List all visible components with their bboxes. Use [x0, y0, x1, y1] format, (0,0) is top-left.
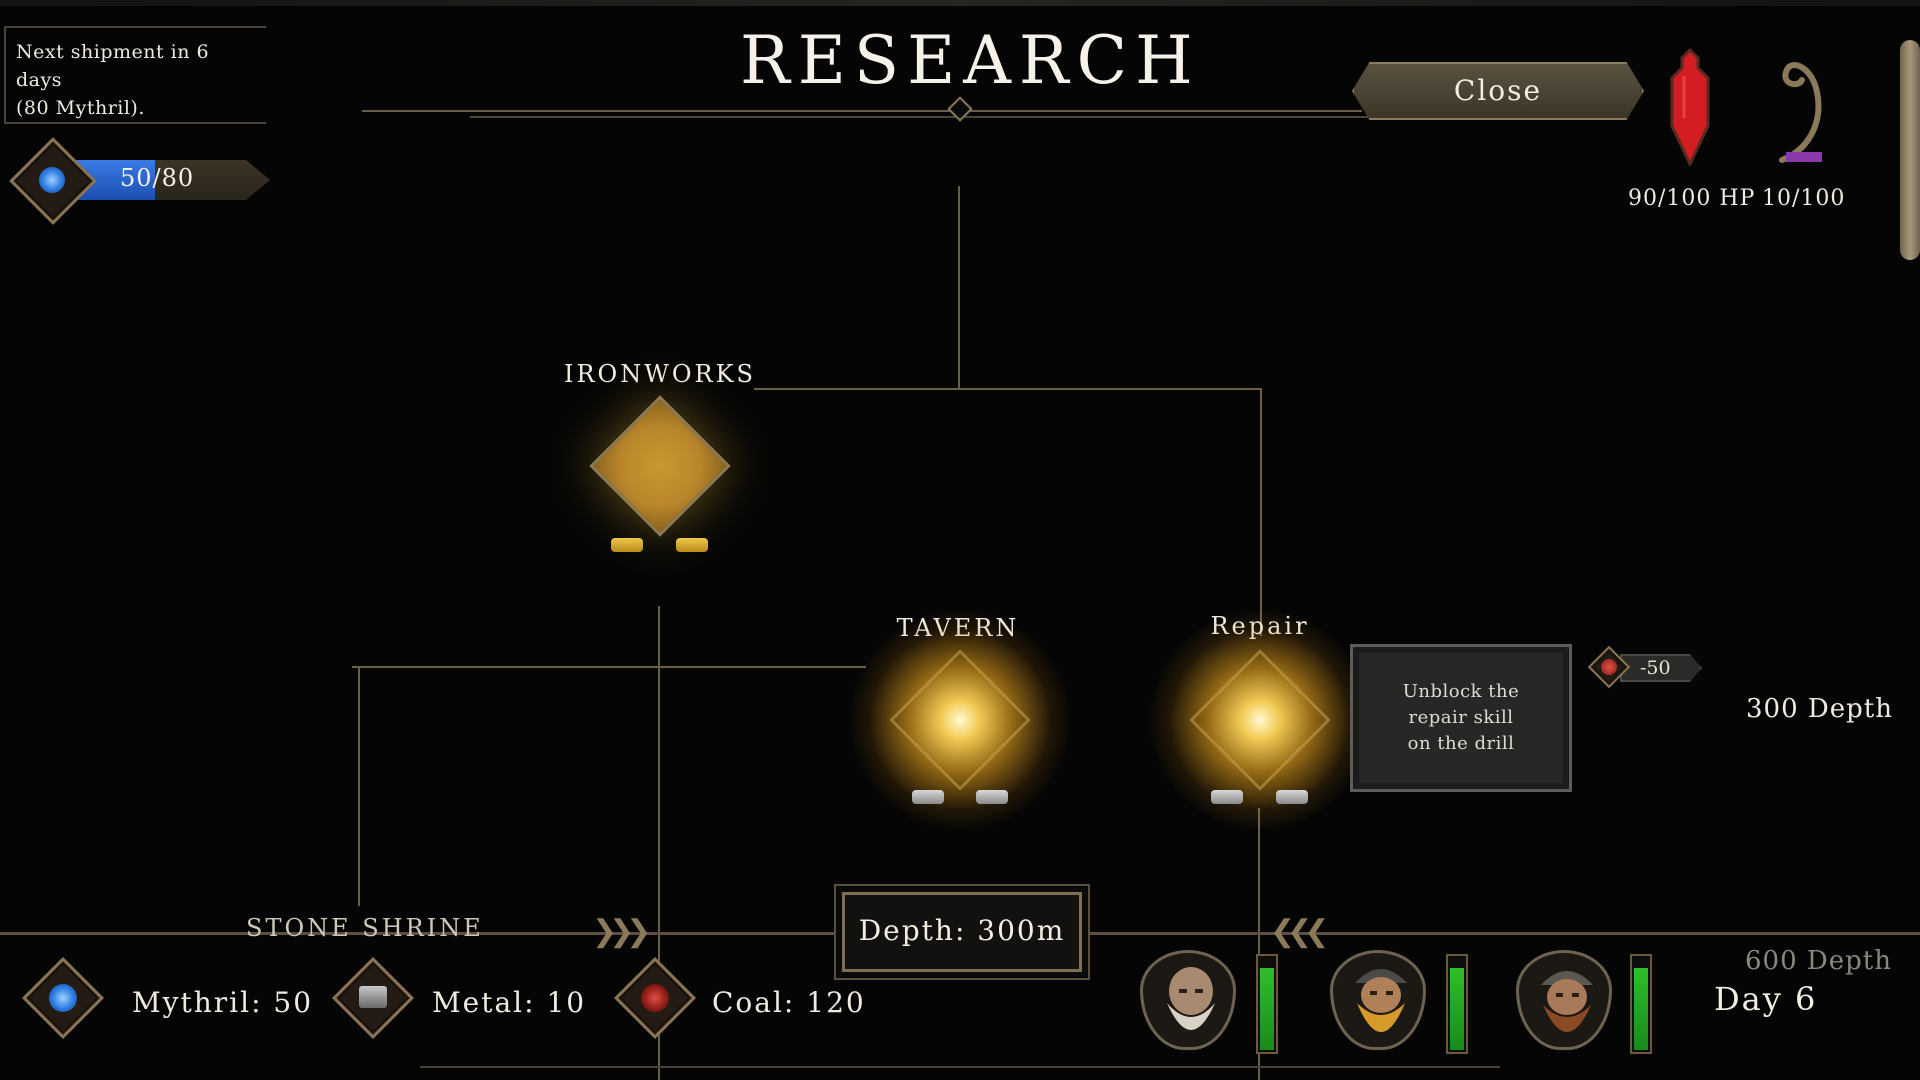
capped-dwarf-face-icon — [1541, 971, 1593, 1032]
tavern-level-pip — [912, 790, 944, 804]
coal-count: Coal: 120 — [712, 986, 866, 1019]
tree-connector — [358, 666, 360, 906]
node-label-ironworks: IRONWORKS — [563, 360, 756, 388]
scroll-right-chevron-icon: ❯❯❯ — [592, 914, 651, 949]
metal-count: Metal: 10 — [432, 986, 587, 1019]
dwarf-3-health-bar — [1630, 954, 1652, 1054]
ironworks-diamond — [589, 395, 731, 537]
coal-icon-core — [641, 984, 669, 1012]
avatar — [1516, 950, 1612, 1050]
bottom-divider-lower — [420, 1066, 1500, 1068]
avatar — [1330, 950, 1426, 1050]
tooltip-line-2: repair skill — [1408, 707, 1514, 728]
scrollbar-handle[interactable] — [1900, 40, 1920, 260]
tavern-glow — [850, 610, 1070, 830]
shipment-notice: Next shipment in 6 days (80 Mythril). — [4, 26, 266, 124]
tavern-level-pip — [976, 790, 1008, 804]
avatar — [1140, 950, 1236, 1050]
tooltip-line-1: Unblock the — [1402, 681, 1520, 702]
metal-icon-core — [359, 986, 387, 1008]
blood-drop-icon — [1670, 48, 1710, 166]
tentacle-icon — [1779, 62, 1822, 163]
dwarf-portrait-1[interactable] — [1136, 942, 1240, 1054]
tooltip-line-3: on the drill — [1407, 733, 1515, 754]
tree-connector — [352, 666, 866, 668]
shipment-line-1: Next shipment in 6 days — [16, 41, 210, 91]
bald-dwarf-face-icon — [1167, 967, 1215, 1030]
depth-marker-600: 600 Depth — [1745, 946, 1892, 976]
hp-value: 90/100 HP — [1628, 186, 1756, 211]
ironworks-level-pip — [611, 538, 643, 552]
tree-connector — [1258, 808, 1260, 1080]
node-label-stone-shrine: STONE SHRINE — [246, 914, 484, 942]
scroll-left-chevron-icon: ❮❮❮ — [1270, 914, 1329, 949]
depth-marker-300: 300 Depth — [1746, 694, 1893, 724]
mythril-progress-text: 50/80 — [120, 164, 195, 192]
helmeted-dwarf-face-icon — [1355, 969, 1407, 1032]
repair-level-pip — [1211, 790, 1243, 804]
repair-tooltip: Unblock the repair skill on the drill — [1350, 644, 1572, 792]
dwarf-2-health-bar — [1446, 954, 1468, 1054]
title-divider — [362, 110, 1362, 112]
dwarf-1-health-bar — [1256, 954, 1278, 1054]
day-counter: Day 6 — [1714, 980, 1818, 1018]
mythril-gem-core — [39, 167, 65, 193]
dwarf-1-health-fill — [1260, 968, 1274, 1050]
depth-badge: Depth: 300m — [842, 892, 1082, 972]
title-divider-secondary — [470, 116, 1370, 118]
research-node-repair[interactable] — [1150, 610, 1370, 830]
mythril-count: Mythril: 50 — [132, 986, 314, 1019]
repair-level-pip — [1276, 790, 1308, 804]
research-cost: -50 — [1587, 645, 1702, 689]
dwarf-3-health-fill — [1634, 968, 1648, 1050]
tree-connector — [958, 186, 960, 390]
tree-connector — [658, 606, 660, 1080]
dwarf-portrait-3[interactable] — [1512, 942, 1616, 1054]
mythril-icon-core — [49, 984, 77, 1012]
page-title: RESEARCH — [740, 22, 1201, 99]
close-button[interactable]: Close — [1352, 62, 1644, 120]
repair-glow — [1150, 610, 1370, 830]
cost-value: -50 — [1620, 654, 1702, 682]
tree-connector — [754, 388, 1262, 390]
research-node-tavern[interactable] — [850, 610, 1070, 830]
dwarf-2-health-fill — [1450, 968, 1464, 1050]
corruption-value: 10/100 — [1762, 186, 1846, 211]
coal-cost-core — [1601, 659, 1617, 675]
shipment-line-2: (80 Mythril). — [16, 97, 145, 119]
mythril-progress: 50/80 — [9, 137, 272, 225]
research-node-ironworks[interactable] — [589, 395, 731, 537]
ironworks-level-pip — [676, 538, 708, 552]
top-frame — [0, 0, 1920, 6]
dwarf-portrait-2[interactable] — [1326, 942, 1430, 1054]
tree-connector — [1260, 388, 1262, 636]
